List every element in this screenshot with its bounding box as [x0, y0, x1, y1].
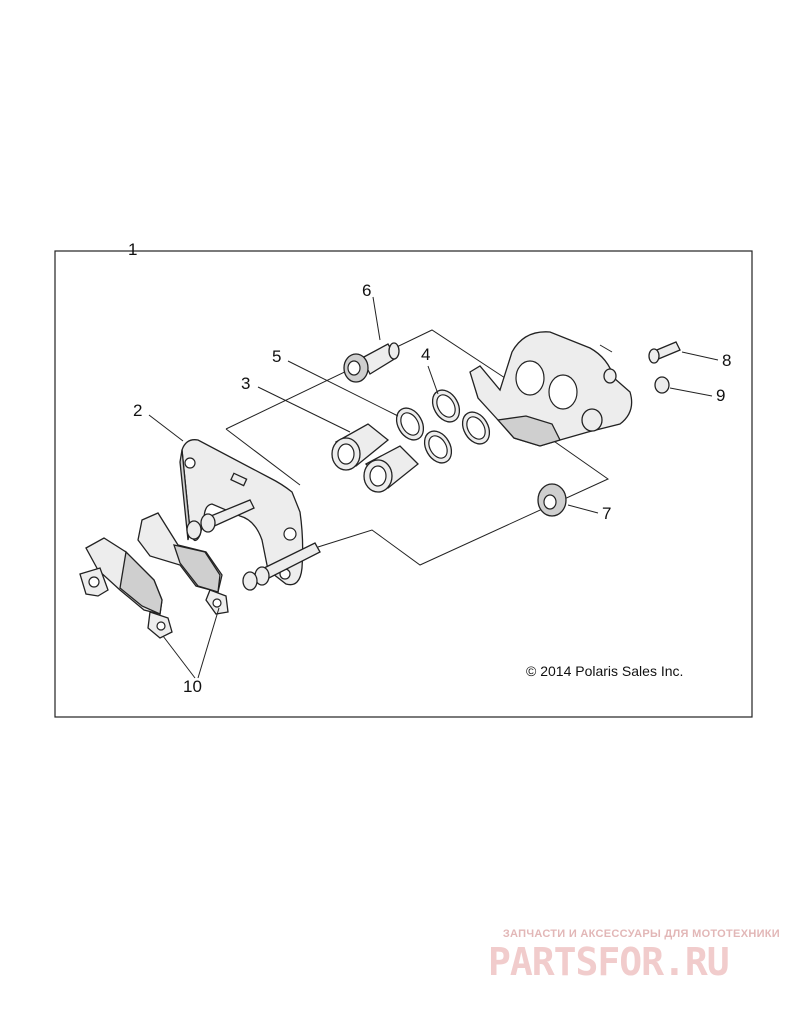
leader-7 [567, 504, 599, 514]
upper-slide-pin [343, 342, 400, 383]
kit-outline-upper [225, 329, 506, 430]
leader-10b [197, 607, 220, 679]
callout-2: 2 [133, 401, 142, 420]
kit-outline-lower [317, 436, 610, 566]
watermark-tagline: ЗАПЧАСТИ И АКСЕССУАРЫ ДЛЯ МОТОТЕХНИКИ [502, 928, 780, 940]
leader-5 [287, 360, 399, 417]
callout-9: 9 [716, 386, 725, 405]
bleeder-cap [654, 376, 670, 394]
leader-4 [427, 365, 439, 395]
watermark-logo: PARTSFOR.RU [488, 940, 730, 984]
copyright-text: © 2014 Polaris Sales Inc. [526, 663, 683, 679]
leader-3 [257, 386, 351, 433]
callout-1: 1 [128, 240, 137, 259]
callout-5: 5 [272, 347, 281, 366]
leader-10a [162, 635, 196, 679]
leader-9 [669, 387, 713, 397]
lower-boot [537, 483, 567, 517]
callout-6: 6 [362, 281, 371, 300]
brake-pads [79, 512, 229, 639]
bracket-guide-pins [186, 499, 321, 591]
leader-2 [148, 414, 184, 442]
callout-4: 4 [421, 345, 430, 364]
callout-3: 3 [241, 374, 250, 393]
diagram-frame [54, 250, 753, 718]
callout-10: 10 [183, 677, 202, 696]
kit-outline-left [225, 428, 301, 486]
leader-8 [681, 351, 719, 361]
callout-8: 8 [722, 351, 731, 370]
leader-6 [372, 296, 381, 341]
bleeder-screw [648, 341, 681, 364]
caliper-body [469, 331, 633, 447]
pistons [331, 423, 419, 493]
callout-7: 7 [602, 504, 611, 523]
